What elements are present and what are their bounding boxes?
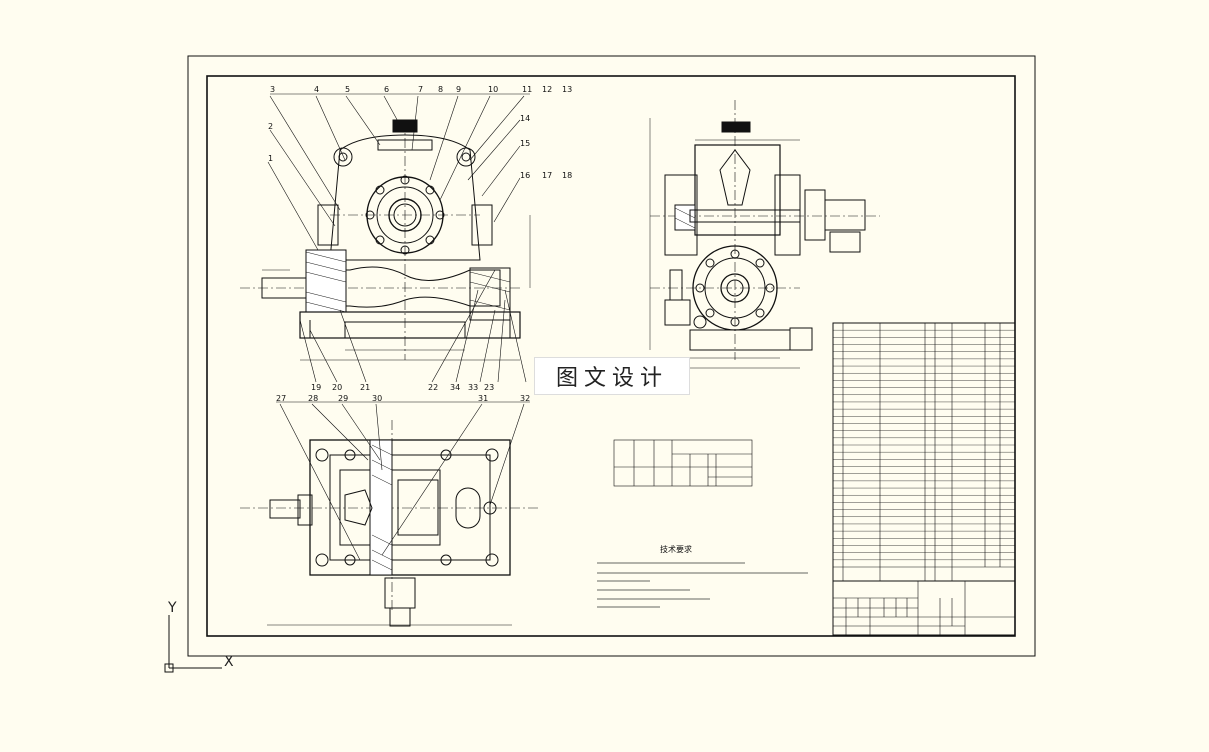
front-view [240,119,531,361]
notes-title: 技术要求 [660,544,692,554]
part-label: 32 [520,394,530,403]
technical-notes [597,562,808,608]
part-label: 1 [268,154,273,163]
part-label: 31 [478,394,488,403]
front-leaders [267,93,530,383]
plan-view [240,420,540,627]
outer-border [187,55,1036,657]
part-label: 4 [314,85,319,94]
part-label: 16 [520,171,530,180]
part-label: 28 [308,394,318,403]
part-label: 21 [360,383,370,392]
plan-leaders [276,401,530,561]
ucs-y-label: Y [167,600,177,616]
part-label: 23 [484,383,494,392]
title-block [832,580,1016,636]
ucs-icon [164,615,222,673]
parameter-table [613,439,753,487]
part-label: 18 [562,171,572,180]
part-label: 10 [488,85,498,94]
part-label: 12 [542,85,552,94]
part-label: 27 [276,394,286,403]
part-label: 20 [332,383,342,392]
part-label: 3 [270,85,275,94]
part-label: 19 [311,383,321,392]
part-label: 22 [428,383,438,392]
part-label: 13 [562,85,572,94]
part-label: 6 [384,85,389,94]
part-label: 2 [268,122,273,131]
part-label: 33 [468,383,478,392]
part-label: 7 [418,85,423,94]
part-label: 34 [450,383,460,392]
part-label: 9 [456,85,461,94]
watermark: 图文设计 [534,357,690,395]
part-label: 17 [542,171,552,180]
part-label: 15 [520,139,530,148]
part-label: 11 [522,85,532,94]
part-label: 5 [345,85,350,94]
part-label: 29 [338,394,348,403]
part-label: 14 [520,114,530,123]
balloon-labels: 3 4 5 6 7 8 9 10 11 12 13 14 15 16 17 18… [268,85,572,403]
ucs-x-label: X [224,654,234,670]
parts-list-rows [833,329,1015,561]
part-label: 30 [372,394,382,403]
inner-border [206,75,1016,637]
side-view [649,100,880,369]
part-label: 8 [438,85,443,94]
